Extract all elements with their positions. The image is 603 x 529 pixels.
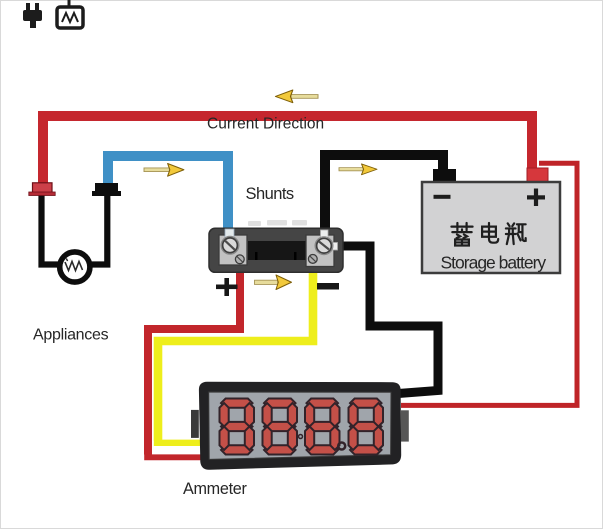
svg-text:Appliances: Appliances [33, 327, 109, 344]
svg-text:Current Direction: Current Direction [207, 116, 324, 133]
svg-text:Storage battery: Storage battery [441, 252, 547, 272]
svg-text:Ammeter: Ammeter [183, 480, 247, 498]
svg-text:Shunts: Shunts [246, 185, 294, 203]
